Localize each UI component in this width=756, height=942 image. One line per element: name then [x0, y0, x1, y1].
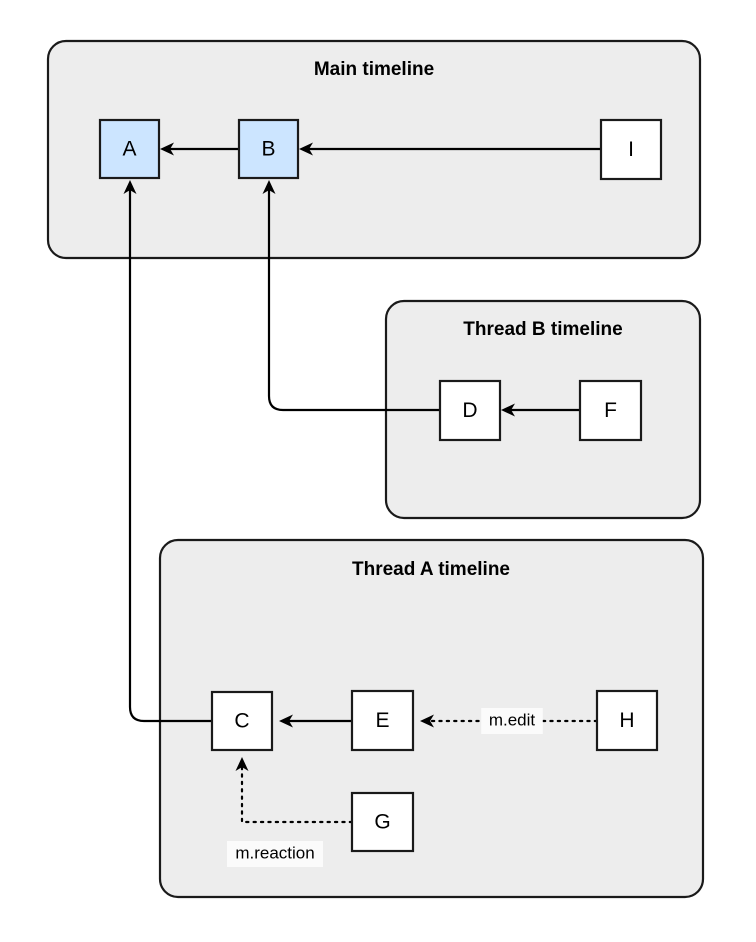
edge-b-to-a	[160, 142, 239, 156]
event-node-B[interactable]: B	[237, 118, 300, 180]
arrow-head-f-to-d	[501, 403, 515, 417]
event-node-box-D[interactable]	[438, 379, 502, 442]
event-node-box-I[interactable]	[599, 118, 663, 181]
container-title-main: Main timeline	[314, 59, 434, 80]
event-node-label-D: D	[462, 399, 477, 422]
arrow-head-h-to-e	[420, 714, 434, 728]
edge-label-g-to-c: m.reaction	[227, 841, 323, 867]
event-node-A[interactable]: A	[98, 118, 161, 180]
edge-path-d-to-b	[267, 190, 440, 412]
event-nodes: A B I D F C E H G	[98, 118, 663, 853]
event-node-box-B[interactable]	[237, 118, 300, 180]
event-node-label-C: C	[234, 710, 249, 733]
edge-label-background-h-to-e	[481, 708, 543, 734]
edge-h-to-e	[420, 714, 599, 728]
event-node-D[interactable]: D	[438, 379, 502, 442]
event-node-box-E[interactable]	[350, 689, 415, 752]
event-node-label-E: E	[375, 709, 389, 732]
arrow-head-b-to-a	[160, 142, 174, 156]
event-node-E[interactable]: E	[350, 689, 415, 752]
event-node-G[interactable]: G	[350, 791, 415, 853]
event-node-label-H: H	[619, 709, 634, 732]
edge-labels: m.edit m.reaction	[227, 708, 543, 867]
event-node-box-C[interactable]	[210, 690, 274, 752]
event-node-label-B: B	[261, 138, 275, 161]
arrow-head-c-to-a	[123, 180, 137, 194]
arrow-head-e-to-c	[279, 714, 293, 728]
edge-label-background-g-to-c	[227, 841, 323, 867]
event-node-box-H[interactable]	[595, 689, 659, 752]
edge-f-to-d	[501, 403, 580, 417]
arrow-head-g-to-c	[235, 757, 249, 771]
event-node-F[interactable]: F	[578, 379, 643, 442]
event-node-label-A: A	[122, 138, 136, 161]
edge-label-h-to-e: m.edit	[481, 708, 543, 734]
event-node-label-I: I	[628, 138, 634, 161]
edge-i-to-b	[299, 142, 601, 156]
arrow-head-d-to-b	[262, 180, 276, 194]
event-node-box-A[interactable]	[98, 118, 161, 180]
event-node-box-G[interactable]	[350, 791, 415, 853]
edge-c-to-a	[123, 180, 212, 723]
edge-label-text-h-to-e: m.edit	[489, 710, 536, 729]
event-node-H[interactable]: H	[595, 689, 659, 752]
event-node-I[interactable]: I	[599, 118, 663, 181]
edge-d-to-b	[262, 180, 440, 412]
edge-g-to-c	[235, 757, 354, 824]
event-node-label-G: G	[374, 811, 390, 834]
arrow-head-i-to-b	[299, 142, 313, 156]
edge-e-to-c	[279, 714, 352, 728]
message-edges	[123, 142, 601, 824]
edge-label-text-g-to-c: m.reaction	[235, 843, 314, 862]
container-title-thread_b: Thread B timeline	[463, 319, 622, 340]
container-title-thread_a: Thread A timeline	[352, 559, 510, 580]
edge-path-g-to-c	[240, 765, 354, 824]
edge-path-c-to-a	[128, 190, 212, 723]
event-node-C[interactable]: C	[210, 690, 274, 752]
event-node-box-F[interactable]	[578, 379, 643, 442]
event-node-label-F: F	[604, 399, 617, 422]
